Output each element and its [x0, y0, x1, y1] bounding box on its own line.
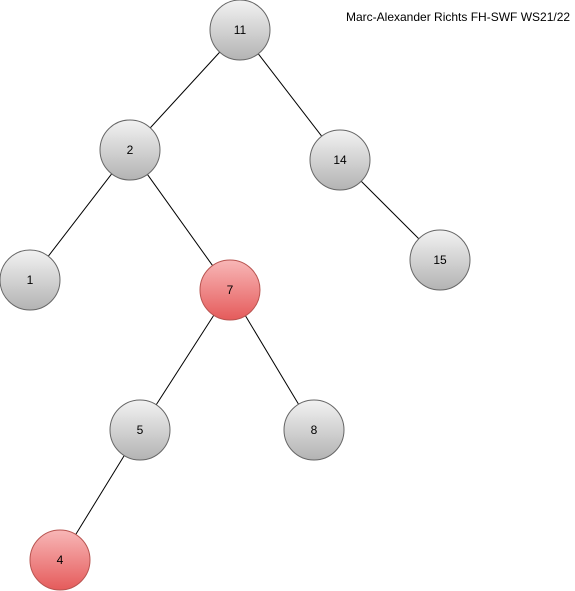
edge-n7-n5 — [155, 314, 215, 406]
node-key-label: 8 — [311, 423, 318, 437]
black-node-circle — [283, 399, 345, 461]
tree-node-1: 1 — [0, 249, 61, 311]
black-node-circle — [309, 129, 371, 191]
red-node-circle — [199, 259, 261, 321]
edge-n2-n7 — [147, 174, 213, 266]
node-key-label: 14 — [333, 153, 347, 167]
node-key-label: 15 — [433, 253, 447, 267]
tree-edges — [47, 51, 420, 535]
edge-n2-n1 — [47, 173, 113, 257]
black-node-circle — [209, 0, 271, 61]
black-node-circle — [99, 119, 161, 181]
tree-nodes: 11 2 14 1 7 15 5 8 4 — [0, 0, 471, 591]
tree-node-2: 2 — [99, 119, 161, 181]
node-key-label: 11 — [234, 23, 247, 37]
edge-n11-n2 — [149, 51, 221, 129]
black-node-circle — [109, 399, 171, 461]
tree-node-5: 5 — [109, 399, 171, 461]
black-node-circle — [0, 249, 61, 311]
node-key-label: 5 — [137, 423, 144, 437]
tree-node-4: 4 — [29, 529, 91, 591]
node-key-label: 4 — [57, 553, 64, 567]
edge-n7-n8 — [245, 315, 299, 405]
node-key-label: 2 — [127, 143, 134, 157]
edge-n14-n15 — [360, 180, 420, 240]
tree-node-15: 15 — [409, 229, 471, 291]
black-node-circle — [409, 229, 471, 291]
node-key-label: 7 — [227, 283, 234, 297]
author-credit: Marc-Alexander Richts FH-SWF WS21/22 — [346, 10, 571, 24]
red-node-circle — [29, 529, 91, 591]
tree-node-7: 7 — [199, 259, 261, 321]
tree-node-8: 8 — [283, 399, 345, 461]
tree-node-14: 14 — [309, 129, 371, 191]
edge-n11-n14 — [257, 53, 323, 137]
edge-n5-n4 — [75, 455, 125, 535]
node-key-label: 1 — [27, 273, 34, 287]
tree-node-11: 11 — [209, 0, 271, 61]
